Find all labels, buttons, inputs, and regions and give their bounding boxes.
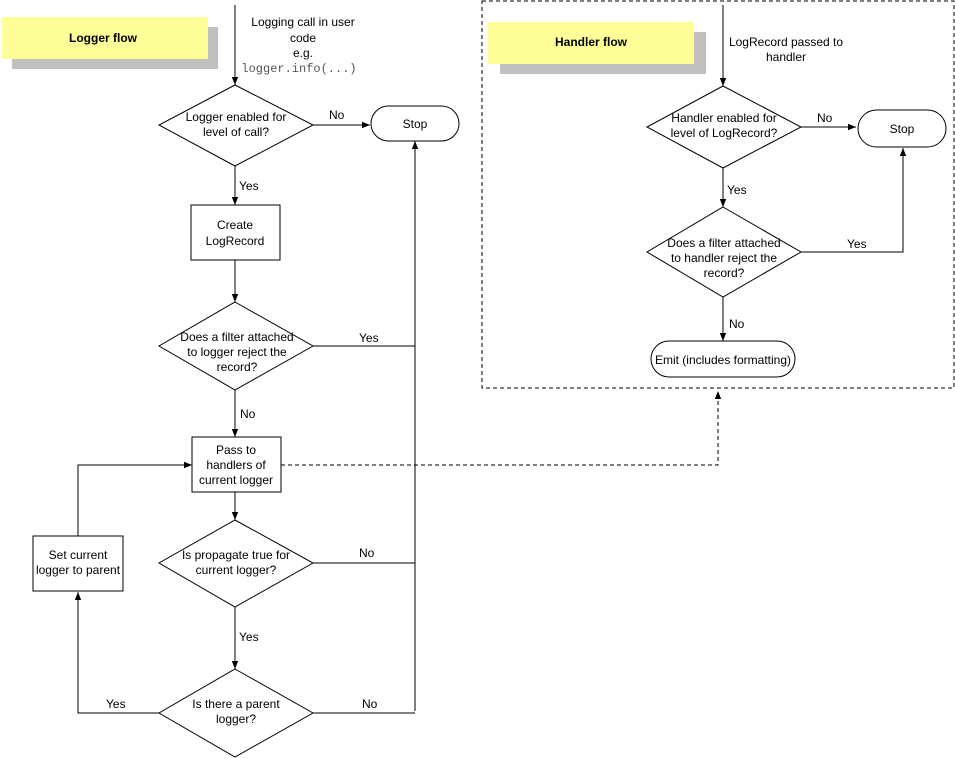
handler-edge-labels: No Yes Yes No — [727, 111, 867, 331]
edge-label-parent-yes: Yes — [106, 697, 126, 711]
handler-flow-title: Handler flow — [488, 22, 706, 74]
propagate-line-1: Is propagate true for — [182, 548, 290, 562]
pass-handlers-line-1: Pass to — [216, 443, 256, 457]
edge-label-enabled-no: No — [329, 108, 345, 122]
create-logrecord-line-2: LogRecord — [206, 234, 265, 248]
handler-entry-note: LogRecord passed to handler — [729, 35, 843, 64]
set-parent-line-2: logger to parent — [36, 563, 121, 577]
create-logrecord-box: Create LogRecord — [190, 204, 281, 261]
handler-edge-label-filter-yes: Yes — [847, 237, 867, 251]
emit-label: Emit (includes formatting) — [655, 353, 791, 367]
pass-to-handlers-box: Pass to handlers of current logger — [191, 436, 282, 493]
edge-label-parent-no: No — [362, 697, 378, 711]
handler-stop-label: Stop — [890, 122, 915, 136]
handler-filter-decision: Does a filter attached to handler reject… — [646, 206, 803, 298]
logger-stop-terminal: Stop — [370, 105, 460, 142]
handler-enabled-decision: Handler enabled for level of LogRecord? — [645, 85, 803, 169]
logger-entry-line-2: code — [290, 31, 316, 45]
handler-filter-line-1: Does a filter attached — [667, 236, 780, 250]
logger-entry-note: Logging call in user code e.g. logger.in… — [241, 15, 356, 76]
handler-filter-line-2: to handler reject the — [671, 251, 777, 265]
emit-terminal: Emit (includes formatting) — [650, 340, 796, 378]
logger-flow-title-text: Logger flow — [69, 31, 138, 45]
handler-stop-terminal: Stop — [857, 109, 947, 148]
logger-filter-line-1: Does a filter attached — [180, 330, 293, 344]
logger-filter-decision: Does a filter attached to logger reject … — [158, 301, 315, 391]
parent-logger-line-1: Is there a parent — [192, 697, 280, 711]
logger-flow-title: Logger flow — [2, 17, 218, 69]
logger-enabled-decision: Logger enabled for level of call? — [157, 84, 315, 167]
parent-logger-line-2: logger? — [216, 712, 256, 726]
logger-filter-line-3: record? — [217, 360, 258, 374]
handler-enabled-line-1: Handler enabled for — [671, 111, 776, 125]
logger-edge-labels: No Yes Yes No No Yes Yes No — [106, 108, 379, 711]
logger-flow-connectors — [74, 5, 722, 714]
logger-stop-label: Stop — [403, 117, 428, 131]
edge-label-propagate-yes: Yes — [239, 630, 259, 644]
logger-entry-code: logger.info(...) — [241, 62, 356, 76]
edge-label-filter-no: No — [240, 407, 256, 421]
set-parent-line-1: Set current — [49, 548, 108, 562]
handler-flow-container — [481, 0, 955, 389]
handler-flow-title-text: Handler flow — [555, 35, 628, 49]
edge-label-propagate-no: No — [359, 546, 375, 560]
create-logrecord-line-1: Create — [217, 218, 253, 232]
handler-flow-connectors — [719, 5, 907, 341]
handler-edge-label-enabled-yes: Yes — [727, 183, 747, 197]
logger-entry-line-1: Logging call in user — [251, 15, 354, 29]
parent-logger-decision: Is there a parent logger? — [158, 668, 315, 758]
logger-entry-line-3: e.g. — [293, 46, 313, 60]
handler-edge-label-enabled-no: No — [817, 111, 833, 125]
edge-label-enabled-yes: Yes — [239, 179, 259, 193]
handler-edge-label-filter-no: No — [729, 317, 745, 331]
pass-handlers-line-3: current logger — [199, 473, 273, 487]
logger-enabled-line-1: Logger enabled for — [186, 110, 287, 124]
handler-entry-line-2: handler — [766, 50, 806, 64]
set-parent-box: Set current logger to parent — [32, 535, 124, 592]
handler-filter-line-3: record? — [704, 266, 745, 280]
propagate-decision: Is propagate true for current logger? — [157, 519, 315, 608]
handler-entry-line-1: LogRecord passed to — [729, 35, 843, 49]
propagate-line-2: current logger? — [196, 563, 277, 577]
pass-handlers-line-2: handlers of — [206, 458, 266, 472]
logger-filter-line-2: to logger reject the — [187, 345, 287, 359]
logger-enabled-line-2: level of call? — [203, 125, 269, 139]
edge-label-filter-yes: Yes — [359, 331, 379, 345]
handler-enabled-line-2: level of LogRecord? — [671, 126, 778, 140]
